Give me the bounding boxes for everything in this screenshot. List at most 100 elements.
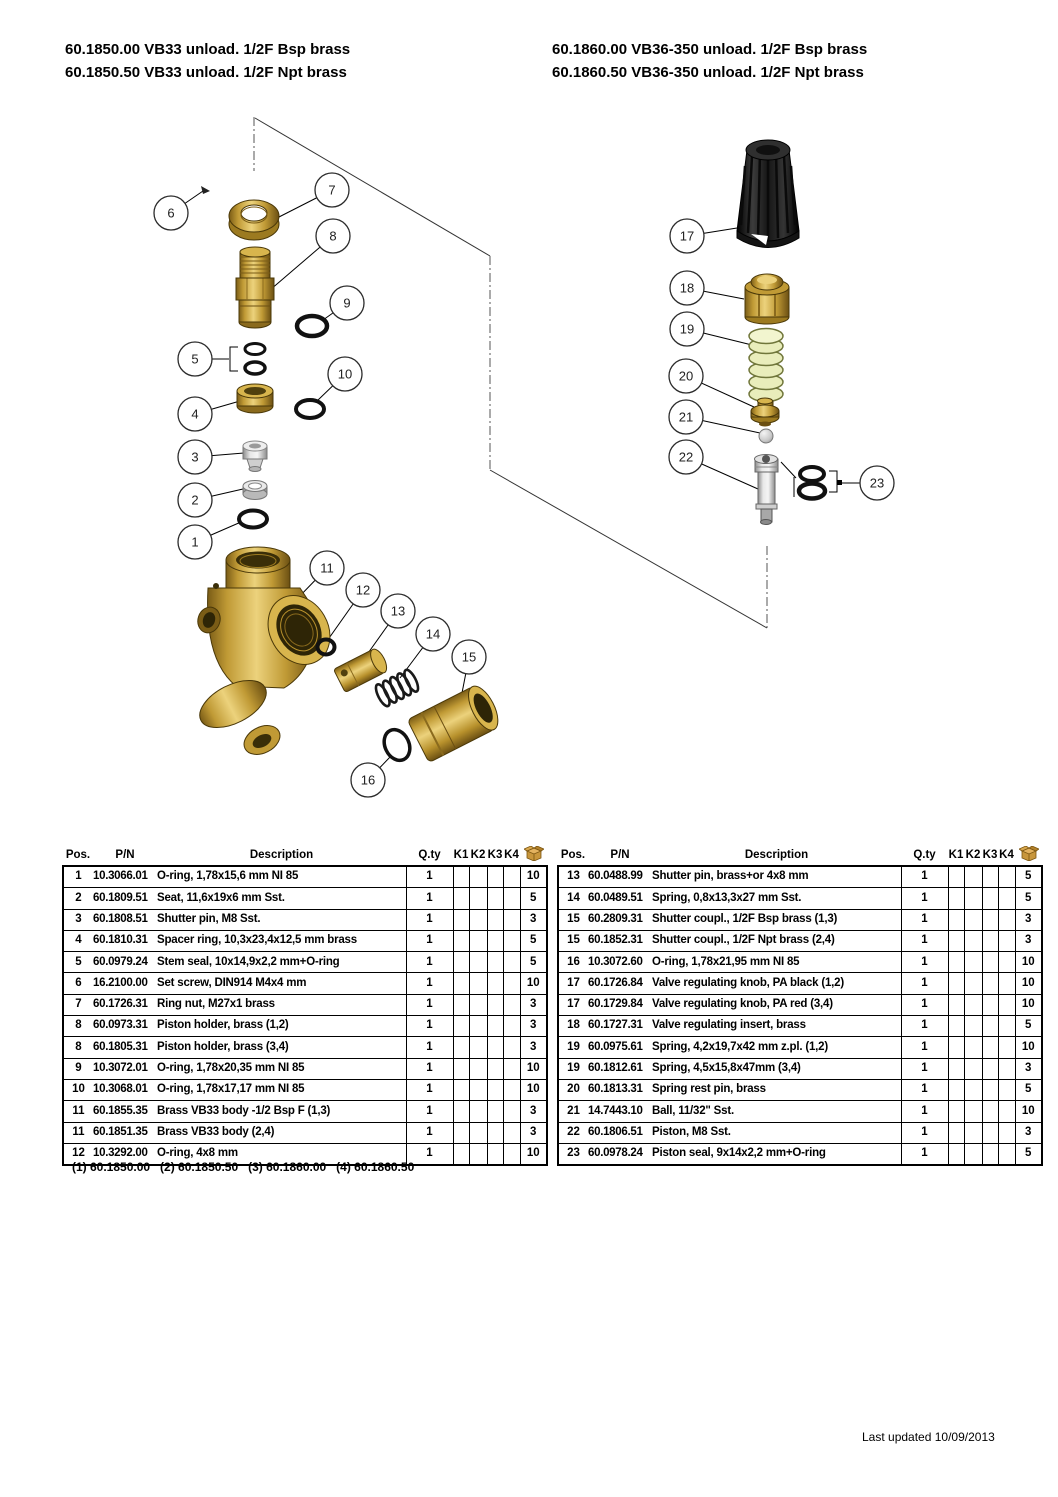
cell-box-qty: 3 xyxy=(519,908,547,931)
cell-k4 xyxy=(997,951,1015,973)
cell-k1 xyxy=(947,929,964,952)
cell-k4 xyxy=(997,1121,1015,1144)
cell-qty: 1 xyxy=(405,972,453,995)
callout-22: 22 xyxy=(668,439,704,475)
cell-qty: 1 xyxy=(405,908,453,931)
part-set-screw xyxy=(201,186,210,194)
table-header-row: Pos. P/N Description Q.ty K1 K2 K3 K4 xyxy=(558,845,1042,866)
cell-k1 xyxy=(947,1078,964,1101)
table-row: 1 10.3066.01 O-ring, 1,78x15,6 mm NI 85 … xyxy=(63,865,547,888)
cell-qty: 1 xyxy=(900,951,948,973)
cell-pos: 3 xyxy=(63,908,93,931)
package-icon xyxy=(522,845,545,862)
cell-pn: 60.0488.99 xyxy=(588,865,652,888)
cell-box-qty: 5 xyxy=(1014,1142,1042,1166)
part-stem-seal-rings xyxy=(243,342,267,376)
col-header-pn: P/N xyxy=(610,849,630,861)
part-ball xyxy=(758,428,774,444)
svg-text:18: 18 xyxy=(680,281,694,296)
cell-description: Valve regulating knob, PA red (3,4) xyxy=(652,993,901,1016)
callout-2: 2 xyxy=(177,482,213,518)
cell-box-qty: 3 xyxy=(1014,1057,1042,1080)
cell-qty: 1 xyxy=(900,929,948,952)
part-shutter-coupling-pin xyxy=(334,648,388,693)
callout-11: 11 xyxy=(309,550,345,586)
cell-k2 xyxy=(963,972,982,995)
cell-k4 xyxy=(997,993,1015,1016)
cell-description: O-ring, 1,78x20,35 mm NI 85 xyxy=(157,1057,406,1080)
table-row: 2 60.1809.51 Seat, 11,6x19x6 mm Sst. 1 5 xyxy=(63,887,547,910)
col-header-k2: K2 xyxy=(470,849,486,861)
cell-k3 xyxy=(486,1057,503,1080)
cell-k4 xyxy=(502,908,520,931)
cell-box-qty: 3 xyxy=(519,1121,547,1144)
cell-pn: 60.1855.35 xyxy=(93,1100,157,1123)
table-row: 22 60.1806.51 Piston, M8 Sst. 1 3 xyxy=(558,1121,1042,1144)
cell-k4 xyxy=(502,929,520,952)
cell-k1 xyxy=(947,1036,964,1059)
cell-description: Seat, 11,6x19x6 mm Sst. xyxy=(157,887,406,910)
cell-k1 xyxy=(452,1057,469,1080)
cell-pos: 20 xyxy=(558,1078,588,1101)
svg-text:13: 13 xyxy=(391,604,405,619)
cell-qty: 1 xyxy=(900,1121,948,1144)
last-updated-note: Last updated 10/09/2013 xyxy=(862,1430,995,1444)
cell-k4 xyxy=(502,972,520,995)
cell-pn: 60.1810.31 xyxy=(93,929,157,952)
parts-table-right-body: 13 60.0488.99 Shutter pin, brass+or 4x8 … xyxy=(558,865,1042,1166)
cell-pos: 22 xyxy=(558,1121,588,1144)
cell-pn: 60.1852.31 xyxy=(588,929,652,952)
table-row: 5 60.0979.24 Stem seal, 10x14,9x2,2 mm+O… xyxy=(63,951,547,973)
table-row: 19 60.0975.61 Spring, 4,2x19,7x42 mm z.p… xyxy=(558,1036,1042,1059)
cell-k2 xyxy=(468,908,487,931)
cell-box-qty: 5 xyxy=(1014,887,1042,910)
cell-box-qty: 10 xyxy=(519,1078,547,1101)
svg-text:6: 6 xyxy=(167,206,174,221)
cell-k2 xyxy=(963,908,982,931)
cell-k4 xyxy=(502,1142,520,1166)
cell-pos: 12 xyxy=(63,1142,93,1166)
col-header-k3: K3 xyxy=(487,849,503,861)
col-header-k3: K3 xyxy=(982,849,998,861)
cell-qty: 1 xyxy=(900,1057,948,1080)
cell-k2 xyxy=(468,1036,487,1059)
part-shutter-coupler xyxy=(408,685,499,762)
parts-table-left-body: 1 10.3066.01 O-ring, 1,78x15,6 mm NI 85 … xyxy=(63,865,547,1166)
cell-qty: 1 xyxy=(405,1142,453,1166)
table-row: 20 60.1813.31 Spring rest pin, brass 1 5 xyxy=(558,1078,1042,1101)
cell-box-qty: 10 xyxy=(1014,1036,1042,1059)
cell-box-qty: 3 xyxy=(519,1015,547,1037)
cell-pn: 60.1808.51 xyxy=(93,908,157,931)
svg-text:5: 5 xyxy=(191,352,198,367)
cell-k2 xyxy=(468,1057,487,1080)
cell-k1 xyxy=(452,951,469,973)
cell-k1 xyxy=(947,908,964,931)
cell-k3 xyxy=(981,1057,998,1080)
cell-pos: 8 xyxy=(63,1036,93,1059)
callout-21: 21 xyxy=(668,399,704,435)
table-row: 6 16.2100.00 Set screw, DIN914 M4x4 mm 1… xyxy=(63,972,547,995)
cell-k2 xyxy=(963,1121,982,1144)
cell-k1 xyxy=(452,993,469,1016)
callout-8: 8 xyxy=(315,218,351,254)
svg-text:21: 21 xyxy=(679,410,693,425)
col-header-pos: Pos. xyxy=(65,849,91,861)
cell-qty: 1 xyxy=(405,993,453,1016)
cell-description: O-ring, 4x8 mm xyxy=(157,1142,406,1166)
cell-k4 xyxy=(502,865,520,888)
cell-k4 xyxy=(997,1036,1015,1059)
cell-k1 xyxy=(452,908,469,931)
svg-text:19: 19 xyxy=(680,322,694,337)
cell-k2 xyxy=(468,1100,487,1123)
cell-pn: 10.3292.00 xyxy=(93,1142,157,1166)
cell-k3 xyxy=(486,865,503,888)
title-block-right: 60.1860.00 VB36-350 unload. 1/2F Bsp bra… xyxy=(552,38,867,84)
cell-k4 xyxy=(502,1036,520,1059)
cell-pn: 60.0979.24 xyxy=(93,951,157,973)
cell-k1 xyxy=(947,1100,964,1123)
cell-qty: 1 xyxy=(900,865,948,888)
cell-k2 xyxy=(963,1142,982,1166)
cell-pn: 60.0975.61 xyxy=(588,1036,652,1059)
cell-box-qty: 10 xyxy=(519,1057,547,1080)
cell-k1 xyxy=(947,972,964,995)
